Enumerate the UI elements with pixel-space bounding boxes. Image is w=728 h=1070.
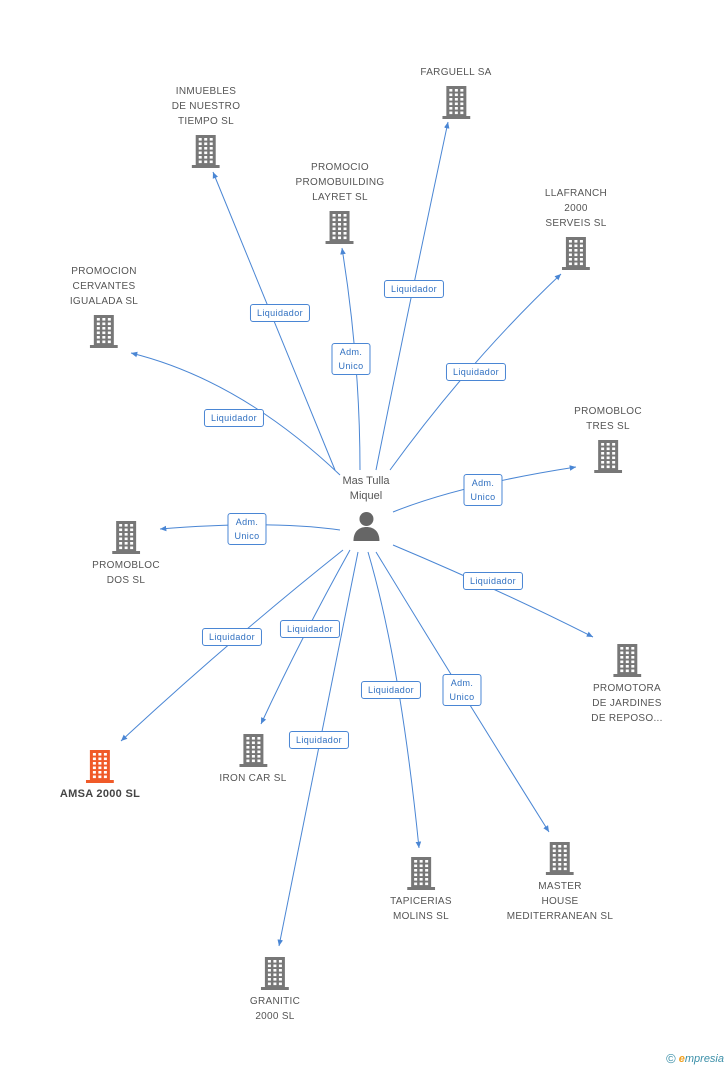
company-label: PROMOTORA DE JARDINES DE REPOSO... [591, 683, 663, 724]
building-icon [545, 842, 574, 875]
company-label: IRON CAR SL [219, 773, 287, 784]
company-label: LLAFRANCH 2000 SERVEIS SL [544, 188, 608, 229]
building-icon [112, 521, 140, 554]
center-person[interactable]: Mas Tulla Miquel [342, 474, 390, 542]
company-label: INMUEBLES DE NUESTRO TIEMPO SL [171, 86, 241, 127]
relation-label-llafranch[interactable]: Liquidador [445, 363, 507, 381]
building-icon [441, 86, 470, 119]
company-node-llafranch[interactable]: LLAFRANCH 2000 SERVEIS SL [545, 186, 607, 270]
company-node-amsa[interactable]: AMSA 2000 SL [60, 749, 140, 802]
relation-label-promobloc-tres[interactable]: Adm. Unico [463, 474, 503, 506]
relation-edge-tapicerias [367, 551, 422, 849]
company-node-promobloc-dos[interactable]: PROMOBLOC DOS SL [92, 520, 160, 588]
company-node-jardines[interactable]: PROMOTORA DE JARDINES DE REPOSO... [591, 643, 662, 726]
building-icon [594, 440, 622, 473]
company-label: FARGUELL SA [420, 67, 492, 78]
relation-label-granitic[interactable]: Liquidador [288, 731, 350, 749]
company-node-master[interactable]: MASTER HOUSE MEDITERRANEAN SL [507, 841, 613, 924]
building-icon [407, 857, 435, 890]
building-icon [613, 644, 641, 677]
relation-label-jardines[interactable]: Liquidador [462, 572, 524, 590]
company-label: GRANITIC 2000 SL [249, 996, 301, 1022]
relation-edge-granitic [277, 551, 359, 947]
relation-label-master[interactable]: Adm. Unico [442, 674, 482, 706]
relation-edge-jardines [392, 544, 594, 638]
footer-brand: © empresia [666, 1051, 724, 1066]
company-label: AMSA 2000 SL [59, 788, 141, 800]
company-node-promobuilding[interactable]: PROMOCIO PROMOBUILDING LAYRET SL [296, 160, 385, 244]
copyright-icon: © [666, 1051, 676, 1066]
relation-edge-ironcar [260, 549, 351, 725]
relation-label-ironcar[interactable]: Liquidador [279, 620, 341, 638]
building-icon [261, 957, 289, 990]
company-label: TAPICERIAS MOLINS SL [390, 896, 452, 922]
relation-edge-cervantes [130, 351, 341, 476]
building-icon [86, 750, 114, 783]
company-node-promobloc-tres[interactable]: PROMOBLOC TRES SL [574, 404, 642, 473]
building-icon [238, 734, 267, 767]
relation-label-cervantes[interactable]: Liquidador [203, 409, 265, 427]
building-icon [325, 211, 354, 244]
person-icon [352, 512, 379, 541]
company-label: MASTER HOUSE MEDITERRANEAN SL [506, 881, 614, 922]
building-icon [192, 135, 220, 168]
company-label: PROMOBLOC DOS SL [92, 560, 160, 586]
brand-logo[interactable]: empresia [678, 1052, 724, 1065]
person-label: Mas Tulla Miquel [342, 475, 390, 502]
company-node-tapicerias[interactable]: TAPICERIAS MOLINS SL [390, 856, 452, 924]
company-label: PROMOBLOC TRES SL [574, 406, 642, 432]
building-icon [561, 237, 590, 270]
company-node-inmuebles[interactable]: INMUEBLES DE NUESTRO TIEMPO SL [172, 84, 241, 168]
relation-label-tapicerias[interactable]: Liquidador [360, 681, 422, 699]
relation-edge-inmuebles [212, 171, 336, 471]
relation-label-promobloc-dos[interactable]: Adm. Unico [227, 513, 267, 545]
relation-label-farguell[interactable]: Liquidador [383, 280, 445, 298]
company-label: PROMOCIO PROMOBUILDING LAYRET SL [295, 162, 385, 203]
company-node-granitic[interactable]: GRANITIC 2000 SL [250, 956, 300, 1024]
company-node-farguell[interactable]: FARGUELL SA [420, 65, 491, 119]
relation-label-promobuilding[interactable]: Adm. Unico [331, 343, 371, 375]
building-icon [90, 315, 118, 348]
company-node-cervantes[interactable]: PROMOCION CERVANTES IGUALADA SL [70, 264, 138, 348]
relation-label-amsa[interactable]: Liquidador [201, 628, 263, 646]
company-label: PROMOCION CERVANTES IGUALADA SL [69, 266, 139, 307]
relation-label-inmuebles[interactable]: Liquidador [249, 304, 311, 322]
company-node-ironcar[interactable]: IRON CAR SL [219, 733, 286, 786]
